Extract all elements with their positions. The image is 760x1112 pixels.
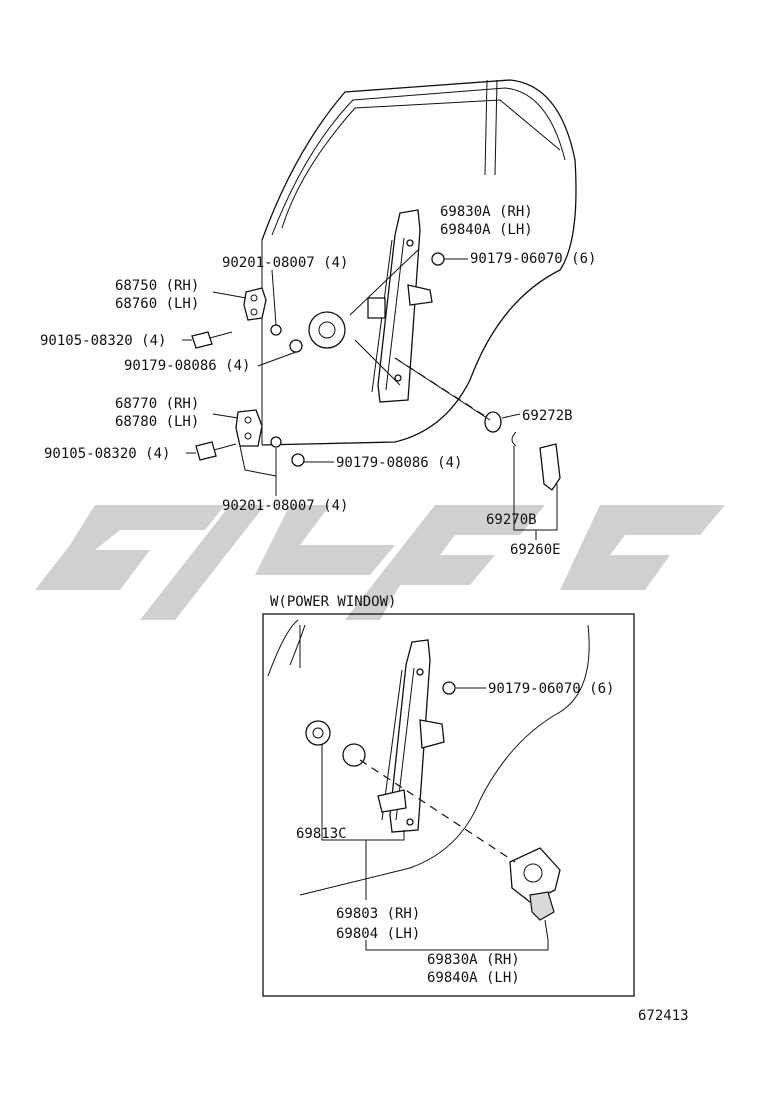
- label-lower-hinge-lh: 68780 (LH): [115, 414, 199, 430]
- label-motor-lh: 69840A (LH): [427, 970, 520, 986]
- label-upper-hinge-lh: 68760 (LH): [115, 296, 199, 312]
- nut-upper: [289, 339, 303, 353]
- handle-seat: [484, 411, 502, 433]
- regulator-cover: [305, 720, 331, 746]
- label-bolt-upper: 90105-08320 (4): [40, 333, 166, 349]
- label-bolt-lower: 90105-08320 (4): [44, 446, 170, 462]
- regulator-seat: [342, 743, 366, 767]
- watermark: [35, 505, 725, 620]
- window-motor: [509, 847, 561, 941]
- power-window-door: [267, 619, 590, 896]
- leader-lines-top: [182, 258, 558, 540]
- label-seat: 69272B: [522, 408, 573, 424]
- clip: [511, 431, 517, 447]
- label-regulator-lh: 69840A (LH): [440, 222, 533, 238]
- label-pw-regulator-lh: 69804 (LH): [336, 926, 420, 942]
- label-washer-upper: 90201-08007 (4): [222, 255, 348, 271]
- label-clip: 69270B: [486, 512, 537, 528]
- nut-top: [431, 252, 445, 266]
- label-upper-hinge-rh: 68750 (RH): [115, 278, 199, 294]
- figure-number: 672413: [638, 1008, 689, 1024]
- door-outline: [261, 79, 577, 446]
- lower-hinge: [235, 409, 263, 447]
- leader-lines-inset: [321, 687, 549, 951]
- nut-lower: [291, 453, 305, 467]
- label-pw-nut: 90179-06070 (6): [488, 681, 614, 697]
- upper-hinge: [243, 287, 267, 321]
- label-pw-regulator-rh: 69803 (RH): [336, 906, 420, 922]
- pw-nut: [442, 681, 456, 695]
- label-regulator-rh: 69830A (RH): [440, 204, 533, 220]
- washer-upper: [270, 324, 282, 336]
- label-cover: 69813C: [296, 826, 347, 842]
- label-nut-lower: 90179-08086 (4): [336, 455, 462, 471]
- power-window-regulator: [377, 639, 445, 833]
- label-handle: 69260E: [510, 542, 561, 558]
- window-handle: [539, 443, 561, 491]
- label-motor-rh: 69830A (RH): [427, 952, 520, 968]
- manual-regulator: [308, 209, 433, 403]
- bolt-upper: [191, 331, 233, 349]
- label-washer-lower: 90201-08007 (4): [222, 498, 348, 514]
- power-window-frame: [262, 613, 635, 997]
- power-window-title: W(POWER WINDOW): [270, 594, 396, 610]
- label-nut-upper: 90179-08086 (4): [124, 358, 250, 374]
- washer-lower: [270, 436, 282, 448]
- label-lower-hinge-rh: 68770 (RH): [115, 396, 199, 412]
- bolt-lower: [195, 441, 237, 461]
- label-nut-top: 90179-06070 (6): [470, 251, 596, 267]
